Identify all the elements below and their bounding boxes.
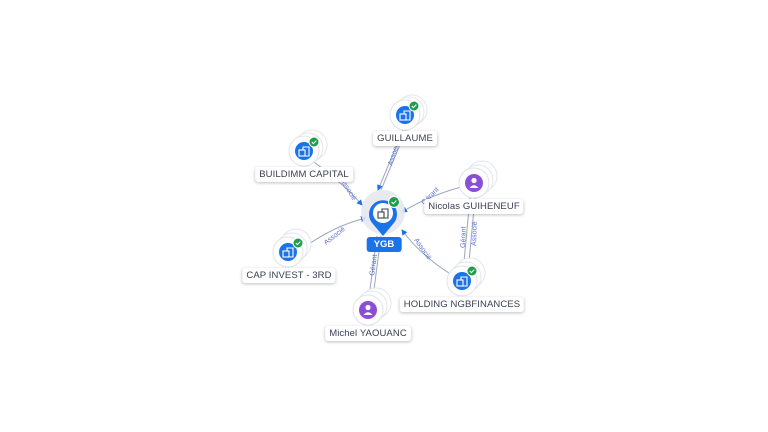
verified-check-icon xyxy=(408,100,420,112)
building-icon xyxy=(399,110,411,121)
node-label-nicolas[interactable]: Nicolas GUIHENEUF xyxy=(424,199,524,214)
node-buildimm[interactable] xyxy=(288,129,328,167)
building-icon xyxy=(298,146,310,157)
verified-check-icon xyxy=(292,237,304,249)
building-icon xyxy=(377,208,389,219)
node-capinvest[interactable] xyxy=(272,228,312,268)
verified-check-icon xyxy=(308,136,320,148)
edge-label: Associé xyxy=(471,221,479,246)
edge-holding-ygb xyxy=(401,229,453,276)
node-michel[interactable] xyxy=(352,287,392,326)
node-label-guillaume[interactable]: GUILLAUME xyxy=(373,131,437,146)
verified-check-icon xyxy=(466,265,478,277)
person-icon xyxy=(469,177,479,188)
edge-label: Associé xyxy=(412,237,432,261)
node-holding[interactable] xyxy=(446,257,486,297)
node-guillaume[interactable] xyxy=(389,94,428,131)
node-label-michel[interactable]: Michel YAOUANC xyxy=(325,326,411,341)
edge-label: Gérant xyxy=(460,226,468,248)
node-label-buildimm[interactable]: BUILDIMM CAPITAL xyxy=(255,167,353,182)
center-label-ygb[interactable]: YGB xyxy=(366,237,402,252)
node-label-holding[interactable]: HOLDING NGBFINANCES xyxy=(399,297,525,312)
edge-nicolas-ygb xyxy=(401,185,466,213)
building-icon xyxy=(282,247,294,258)
node-center-ygb[interactable] xyxy=(361,190,405,236)
person-icon xyxy=(363,304,373,315)
edge-buildimm-ygb xyxy=(313,161,363,206)
building-icon xyxy=(456,276,468,287)
node-label-capinvest[interactable]: CAP INVEST - 3RD xyxy=(242,268,336,283)
verified-check-icon xyxy=(388,196,400,208)
edge-label: Gérant xyxy=(369,254,379,276)
node-nicolas[interactable] xyxy=(458,160,498,199)
